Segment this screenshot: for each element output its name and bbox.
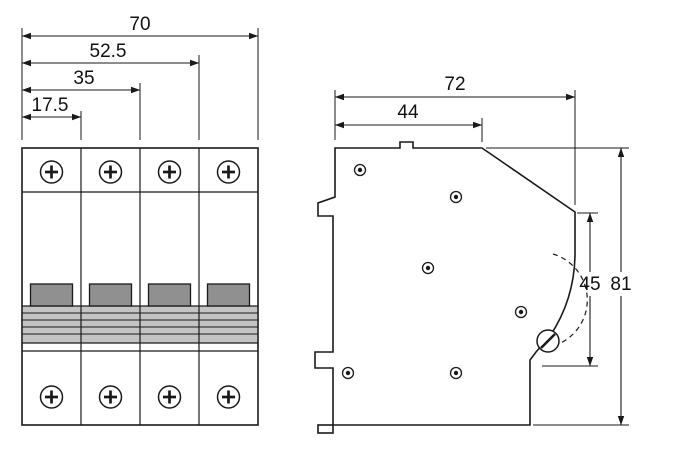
phillips-screw-icon [216,385,241,409]
rivet-icon [341,366,355,380]
slotted-screw-icon [536,329,560,353]
rivet-icon [449,366,463,380]
toggle-handle [88,283,133,307]
side-dimensions: 72 44 45 81 [334,74,632,426]
rivet-icon [353,163,367,177]
phillips-screw-icon [98,385,123,409]
dim-height-45: 45 [579,212,601,367]
phillips-screw-icon [157,385,182,409]
phillips-screw-icon [39,385,64,409]
dim-label-70: 70 [129,14,150,35]
dim-label-35: 35 [73,68,94,89]
toggle-handle [206,283,251,307]
side-view: 72 44 45 81 [314,74,632,434]
dim-label-45: 45 [579,274,600,295]
dim-label-72: 72 [444,74,465,95]
dim-label-81: 81 [610,274,631,295]
dim-height-81: 81 [610,147,632,426]
rivet-icon [449,190,463,204]
phillips-screw-icon [157,160,182,184]
dim-width-52-5: 52.5 [21,41,200,67]
toggle-handle [29,283,74,307]
dim-width-35: 35 [21,68,141,94]
side-outline [314,141,576,426]
phillips-screw-icon [98,160,123,184]
dim-label-44: 44 [397,102,419,123]
dim-label-17-5: 17.5 [32,95,69,116]
dim-depth-44: 44 [334,102,483,129]
din-foot [317,424,334,434]
dim-width-17-5: 17.5 [21,95,82,121]
front-dimensions: 70 52.5 35 17.5 [21,14,259,140]
phillips-screw-icon [39,160,64,184]
rivet-icon [514,305,528,319]
dim-depth-72: 72 [334,74,576,101]
front-view: 70 52.5 35 17.5 [21,14,259,426]
toggle-handle [147,283,192,307]
dim-label-52-5: 52.5 [90,41,127,62]
rivet-icon [421,261,435,275]
phillips-screw-icon [216,160,241,184]
dim-width-70: 70 [21,14,259,40]
